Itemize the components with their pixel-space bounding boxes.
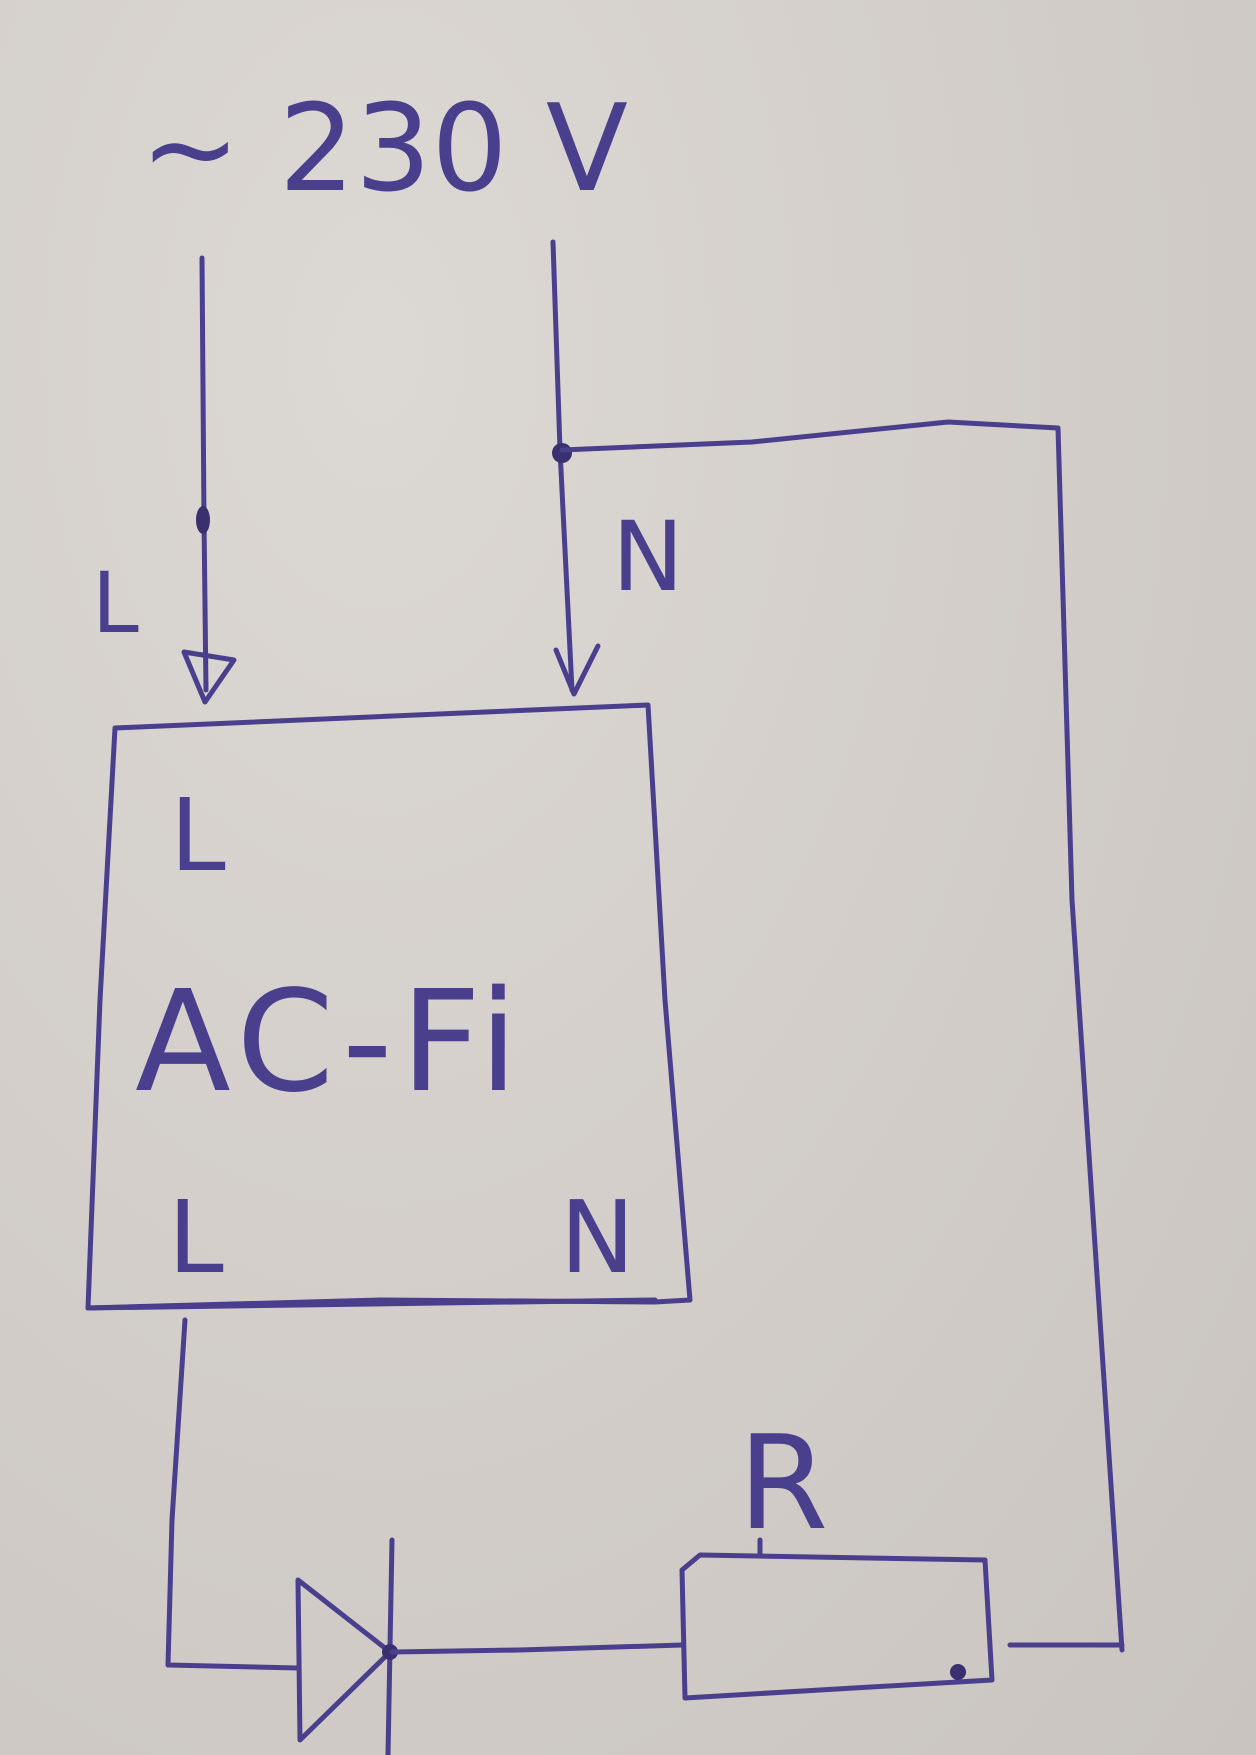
neutral-return-wire	[559, 419, 1125, 1653]
diode-resistor-wire	[389, 1642, 685, 1655]
module-line-bottom-label: L	[168, 1179, 224, 1296]
module-line-output-wire	[165, 1317, 301, 1671]
resistor-body-icon	[679, 1552, 995, 1701]
neutral-input-arrow-icon	[553, 643, 601, 697]
diode-triangle-icon	[295, 1577, 393, 1743]
line-input-label: L	[92, 554, 139, 652]
module-name-label: AC-Fi	[135, 961, 526, 1124]
neutral-junction-dot	[552, 443, 572, 463]
line-input-wire	[199, 255, 209, 693]
supply-voltage-label: ~ 230 V	[140, 80, 628, 219]
resistor-corner-dot	[950, 1664, 966, 1680]
resistor-label: R	[738, 1407, 828, 1559]
line-input-marker	[196, 506, 210, 534]
module-line-top-label: L	[170, 777, 226, 894]
neutral-input-label: N	[612, 501, 684, 613]
ac-fi-module-bottom-edge	[85, 1297, 658, 1311]
line-input-arrow-icon	[181, 649, 237, 705]
neutral-input-wire	[550, 239, 575, 693]
module-neutral-bottom-label: N	[560, 1179, 635, 1296]
